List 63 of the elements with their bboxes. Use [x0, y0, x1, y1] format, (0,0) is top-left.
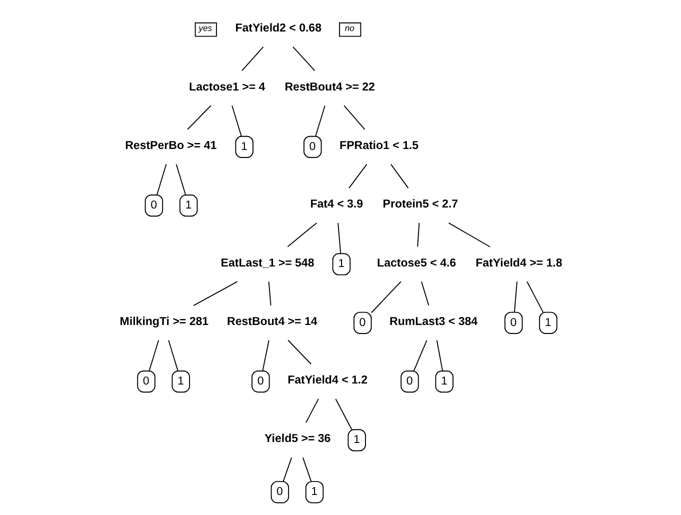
- node-text: RumLast3 < 384: [390, 316, 478, 328]
- node-text: RestBout4 >= 14: [227, 316, 318, 328]
- node-text: EatLast_1 >= 548: [220, 257, 314, 270]
- node-box: 0: [252, 370, 270, 393]
- connector: [168, 340, 178, 372]
- node-text: MilkingTi >= 281: [120, 316, 209, 328]
- node-text: FatYield4 < 1.2: [288, 374, 368, 387]
- connector: [176, 164, 186, 196]
- node-text: Lactose1 >= 4: [189, 81, 266, 94]
- node-box: 0: [137, 370, 156, 393]
- node-box: no: [339, 22, 362, 37]
- node-text: FatYield4 >= 1.8: [476, 257, 562, 270]
- connector: [156, 164, 167, 196]
- node-box: 1: [332, 253, 351, 276]
- connector: [421, 281, 430, 306]
- connector: [413, 340, 428, 372]
- node-box: 1: [172, 370, 190, 393]
- node-box: 1: [305, 481, 324, 504]
- node-text: RestBout4 >= 22: [284, 81, 375, 94]
- node-box: yes: [194, 22, 217, 37]
- connector: [338, 222, 342, 254]
- node-box: 1: [539, 312, 558, 334]
- connector: [448, 222, 491, 248]
- connector: [417, 222, 420, 248]
- connector: [268, 281, 272, 306]
- connector: [302, 457, 312, 482]
- node-box: 0: [353, 312, 372, 334]
- node-box: 1: [435, 370, 454, 393]
- node-box: 0: [144, 194, 164, 217]
- connector: [148, 340, 160, 372]
- node-text: FatYield2 < 0.68: [235, 22, 322, 35]
- node-box: 0: [400, 370, 419, 393]
- node-text: Yield5 >= 36: [264, 433, 331, 446]
- connector: [193, 281, 238, 306]
- connector: [232, 105, 242, 137]
- node-box: 1: [179, 194, 198, 217]
- connector: [305, 398, 319, 424]
- node-text: RestPerBo >= 41: [125, 140, 217, 152]
- connector: [282, 457, 292, 482]
- connector: [348, 164, 368, 189]
- connector: [436, 340, 444, 372]
- node-box: 0: [303, 136, 322, 158]
- node-text: Protein5 < 2.7: [382, 198, 458, 211]
- connector: [315, 105, 326, 137]
- connector: [526, 281, 544, 313]
- node-text: FPRatio1 < 1.5: [340, 140, 419, 152]
- node-box: 0: [270, 481, 290, 504]
- connector: [390, 164, 409, 189]
- connector: [344, 105, 366, 130]
- connector: [370, 281, 402, 314]
- connector: [262, 340, 270, 372]
- connector: [187, 105, 212, 130]
- connector: [292, 46, 316, 72]
- connector: [335, 398, 352, 430]
- connector: [514, 281, 518, 313]
- node-text: Lactose5 < 4.6: [377, 257, 456, 270]
- node-text: Fat4 < 3.9: [310, 198, 364, 211]
- connector: [287, 222, 318, 248]
- node-box: 0: [504, 312, 523, 334]
- node-box: 1: [235, 136, 254, 158]
- connector: [288, 340, 312, 364]
- connector: [241, 46, 264, 72]
- node-box: 1: [348, 429, 366, 452]
